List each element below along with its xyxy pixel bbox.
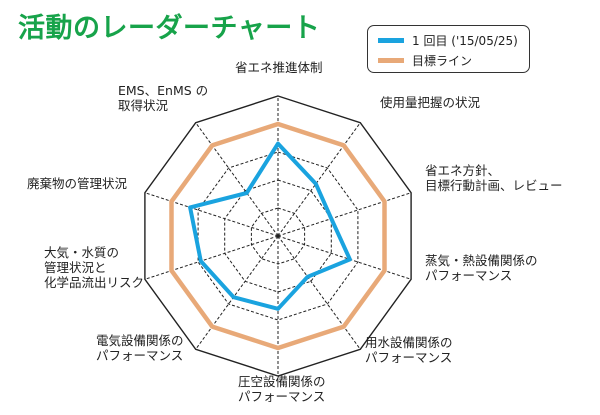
axis-label-8: 廃棄物の管理状況: [27, 176, 127, 191]
axis-label-2-line-1: 目標行動計画、レビュー: [425, 178, 563, 193]
axis-label-8-line-0: 廃棄物の管理状況: [27, 176, 128, 191]
spoke-2: [277, 192, 412, 237]
axis-label-7-line-2: 化学品流出リスク: [44, 275, 145, 290]
legend-label-target: 目標ライン: [412, 53, 473, 68]
spoke-8: [144, 192, 279, 237]
legend-item-target: 目標ライン: [378, 52, 472, 68]
axis-label-6-line-1: パフォーマンス: [96, 348, 184, 363]
legend-label-current: 1 回目 ('15/05/25): [412, 33, 518, 48]
axis-label-7-line-0: 大気・水質の: [44, 245, 120, 260]
axis-label-9-line-0: EMS、EnMS の: [118, 83, 209, 98]
axis-label-5: 圧空設備関係のパフォーマンス: [238, 374, 326, 404]
spoke-9: [195, 122, 279, 237]
legend-item-current: 1 回目 ('15/05/25): [378, 32, 518, 48]
legend-swatch-target: [378, 57, 404, 63]
grid-ring-3: [197, 151, 359, 321]
axis-label-1-line-0: 使用量把握の状況: [380, 95, 481, 110]
axis-label-3: 蒸気・熱設備関係のパフォーマンス: [425, 253, 538, 283]
axis-label-9-line-1: 取得状況: [118, 98, 169, 113]
spoke-4: [277, 235, 361, 350]
axis-label-0-line-0: 省エネ推進体制: [235, 60, 323, 75]
axis-label-3-line-0: 蒸気・熱設備関係の: [425, 253, 538, 268]
axis-label-4: 用水設備関係のパフォーマンス: [365, 335, 453, 365]
axis-label-3-line-1: パフォーマンス: [425, 268, 513, 283]
legend: 1 回目 ('15/05/25) 目標ライン: [367, 25, 530, 73]
series-target-line: [169, 121, 387, 351]
spoke-6: [195, 235, 279, 350]
axis-label-1: 使用量把握の状況: [380, 95, 480, 110]
axis-label-2-line-0: 省エネ方針、: [425, 163, 501, 178]
axis-label-5-line-0: 圧空設備関係の: [238, 374, 326, 389]
axis-label-6-line-0: 電気設備関係の: [96, 333, 184, 348]
axis-label-9: EMS、EnMS の取得状況: [118, 83, 208, 113]
axis-label-5-line-1: パフォーマンス: [238, 389, 326, 404]
axis-label-2: 省エネ方針、目標行動計画、レビュー: [425, 163, 563, 193]
legend-swatch-current: [378, 37, 404, 43]
axis-label-4-line-1: パフォーマンス: [365, 350, 453, 365]
spoke-3: [277, 235, 412, 280]
axis-label-7: 大気・水質の管理状況と化学品流出リスク: [44, 245, 144, 290]
grid-ring-5: [144, 95, 412, 377]
spoke-7: [144, 235, 279, 280]
series-current-line: [188, 141, 352, 311]
axis-label-0: 省エネ推進体制: [235, 60, 323, 75]
page-title: 活動のレーダーチャート: [18, 13, 321, 44]
axis-label-7-line-1: 管理状況と: [44, 260, 107, 275]
spoke-1: [277, 122, 361, 237]
grid-ring-2: [224, 179, 332, 293]
axis-label-4-line-0: 用水設備関係の: [365, 335, 453, 350]
axis-label-6: 電気設備関係のパフォーマンス: [96, 333, 184, 363]
